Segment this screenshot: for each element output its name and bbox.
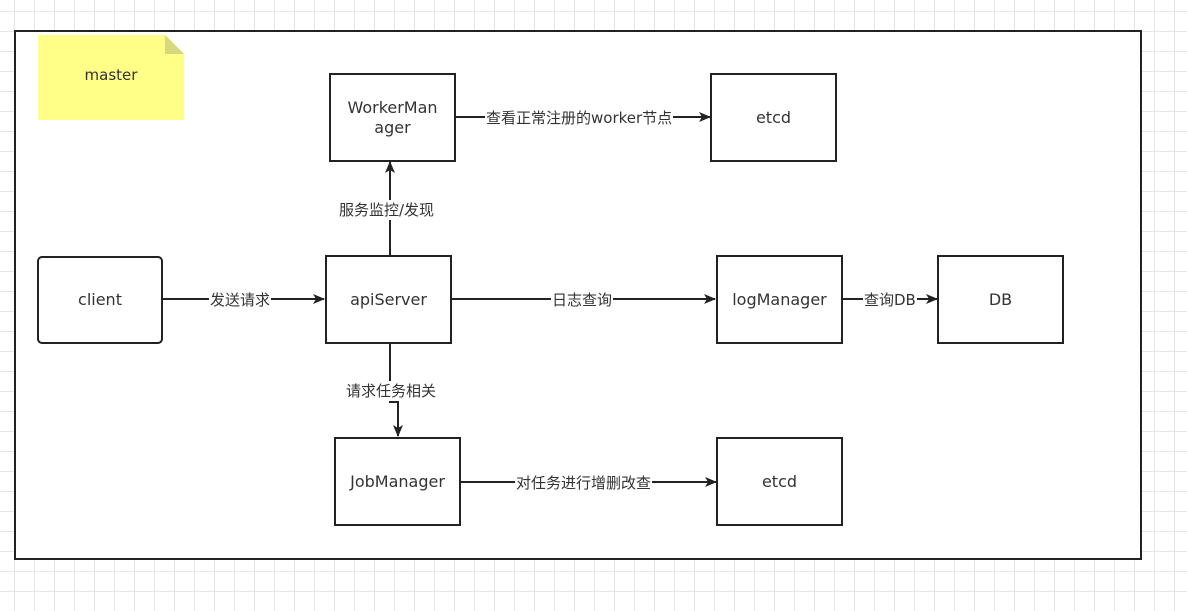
worker-manager-label: WorkerMan ager: [347, 97, 438, 137]
api-server-node: apiServer: [325, 255, 452, 344]
edge-label-log-to-db: 查询DB: [863, 290, 917, 310]
log-manager-label: logManager: [732, 289, 827, 309]
client-label: client: [78, 290, 122, 309]
job-manager-label: JobManager: [350, 471, 445, 491]
edge-label-api-to-worker: 服务监控/发现: [338, 200, 436, 220]
edge-label-api-to-log: 日志查询: [551, 290, 614, 310]
master-note-label: master: [84, 66, 138, 84]
job-manager-node: JobManager: [334, 437, 461, 526]
master-note: [38, 35, 184, 120]
etcd-bottom-node: etcd: [716, 437, 843, 526]
etcd-top-label: etcd: [755, 107, 792, 127]
worker-manager-node: WorkerMan ager: [329, 73, 456, 162]
db-node: DB: [937, 255, 1064, 344]
edge-api-to-job: [389, 344, 403, 437]
etcd-bottom-label: etcd: [761, 471, 798, 491]
log-manager-node: logManager: [716, 255, 843, 344]
api-server-label: apiServer: [350, 289, 427, 309]
edge-label-client-to-api: 发送请求: [209, 290, 272, 310]
edge-label-api-to-job: 请求任务相关: [345, 381, 438, 401]
client-node: client: [37, 256, 163, 344]
etcd-top-node: etcd: [710, 73, 837, 162]
db-label: DB: [988, 289, 1013, 309]
edge-label-worker-to-etcd: 查看正常注册的worker节点: [485, 108, 674, 128]
edge-label-job-to-etcd: 对任务进行增删改查: [515, 473, 653, 493]
